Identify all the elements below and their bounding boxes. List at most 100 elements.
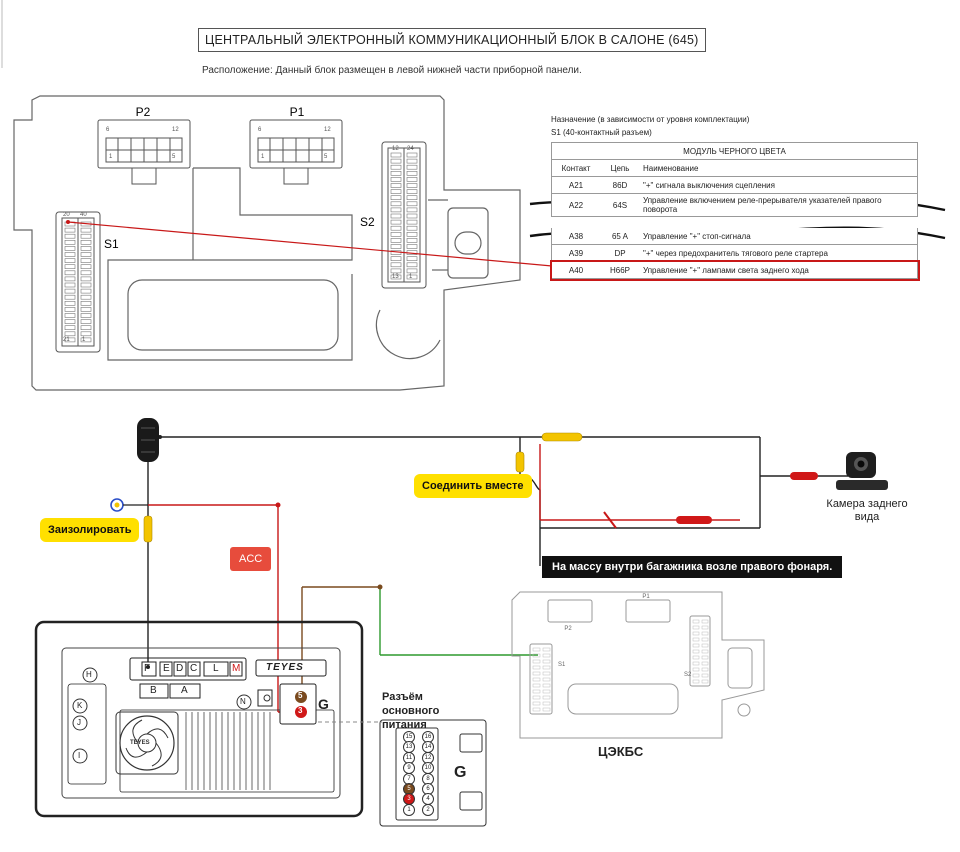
connector-pin bbox=[701, 643, 709, 648]
g-pin-6: 6 bbox=[422, 783, 434, 795]
pin-table-continued: A38 65 A Управление "+" стоп-сигнала A39… bbox=[549, 228, 920, 281]
p1-pin-1: 1 bbox=[261, 154, 265, 160]
connector-pin bbox=[701, 625, 709, 630]
pin-a40-pointer bbox=[67, 221, 553, 267]
connector-pin bbox=[390, 183, 402, 188]
p2-pin-12: 12 bbox=[172, 127, 179, 133]
table-connector: S1 (40-контактный разъем) bbox=[551, 128, 652, 137]
connector-pin bbox=[406, 177, 418, 182]
s1-pin-40: 40 bbox=[80, 212, 87, 218]
connector-pin bbox=[64, 319, 76, 324]
table-row-highlighted: A40 H66P Управление "+" лампами света за… bbox=[549, 259, 920, 281]
connector-pin bbox=[692, 625, 700, 630]
s1-label: S1 bbox=[104, 237, 119, 251]
connector-pin bbox=[406, 201, 418, 207]
p1-pin-6: 6 bbox=[258, 127, 262, 133]
p2-label: P2 bbox=[136, 105, 151, 119]
connector-pin bbox=[390, 201, 402, 207]
connector-pin bbox=[542, 695, 551, 700]
connector-pin bbox=[80, 294, 92, 300]
connector-pin bbox=[692, 661, 700, 666]
insulate-label: Заизолировать bbox=[40, 518, 140, 542]
connector-pin bbox=[390, 274, 402, 280]
module-header: МОДУЛЬ ЧЕРНОГО ЦВЕТА bbox=[551, 142, 918, 160]
connector-pin bbox=[80, 258, 92, 263]
port-f: F bbox=[144, 663, 151, 674]
s2-connector bbox=[381, 141, 427, 289]
connector-pin bbox=[406, 244, 418, 249]
connector-pin bbox=[701, 661, 709, 666]
s1-pin-21: 21 bbox=[63, 337, 70, 343]
port-h: H bbox=[86, 670, 92, 679]
connector-pin bbox=[406, 219, 418, 225]
s2-pin-12: 12 bbox=[392, 146, 399, 152]
connector-pin bbox=[532, 707, 541, 712]
connector-pin bbox=[701, 619, 709, 624]
connector-pin bbox=[64, 294, 76, 300]
connector-pin bbox=[64, 252, 76, 257]
connector-pin bbox=[390, 262, 402, 268]
connector-pin bbox=[701, 655, 709, 660]
small-s2-label: S2 bbox=[684, 672, 692, 678]
connector-pin bbox=[80, 252, 92, 257]
connector-pin bbox=[80, 270, 92, 276]
connector-pin bbox=[406, 189, 418, 194]
brand-logo: TEYES bbox=[266, 662, 304, 673]
connector-pin bbox=[390, 256, 402, 262]
g-pin-1: 1 bbox=[403, 803, 415, 816]
table-row: A21 86D "+" сигнала выключения сцепления bbox=[551, 176, 918, 194]
connector-pin bbox=[80, 307, 92, 312]
table-row: A22 64S Управление включением реле-преры… bbox=[551, 193, 918, 217]
top-ecu-body bbox=[13, 95, 521, 391]
connector-pin bbox=[532, 701, 541, 706]
ground-label: На массу внутри багажника возле правого … bbox=[542, 556, 843, 578]
small-s1-label: S1 bbox=[558, 662, 566, 668]
location-note: Расположение: Данный блок размещен в лев… bbox=[202, 65, 582, 76]
connector-pin bbox=[406, 232, 418, 237]
connector-pin bbox=[542, 659, 551, 664]
connector-pin bbox=[390, 207, 402, 213]
port-b: B bbox=[150, 685, 157, 696]
small-p1-label: P1 bbox=[642, 594, 650, 600]
connector-pin bbox=[542, 647, 551, 652]
connector-pin bbox=[542, 677, 551, 682]
connector-pin bbox=[692, 673, 700, 678]
connector-pin bbox=[80, 337, 92, 343]
small-p2-label: P2 bbox=[564, 626, 572, 632]
connector-pin bbox=[406, 164, 418, 170]
connector-pin bbox=[532, 683, 541, 688]
table-row: A38 65 A Управление "+" стоп-сигнала bbox=[551, 228, 918, 245]
connector-pin bbox=[80, 313, 92, 318]
connector-pin bbox=[80, 288, 92, 294]
connector-pin bbox=[406, 225, 418, 231]
s2-pin-24: 24 bbox=[407, 146, 414, 152]
connector-pin bbox=[532, 695, 541, 700]
connector-pin bbox=[390, 225, 402, 231]
connector-pin bbox=[406, 171, 418, 176]
connector-pin bbox=[390, 268, 402, 274]
connector-pin bbox=[532, 677, 541, 682]
connector-pin bbox=[532, 689, 541, 694]
table-purpose: Назначение (в зависимости от уровня комп… bbox=[551, 115, 750, 124]
connector-pin bbox=[64, 337, 76, 343]
connector-pin bbox=[542, 671, 551, 676]
connector-pin bbox=[64, 264, 76, 270]
connector-pin bbox=[390, 171, 402, 176]
connector-pin bbox=[80, 233, 92, 239]
connector-pin bbox=[542, 653, 551, 658]
main-power-label: Разъём основного питания bbox=[382, 691, 440, 731]
connector-pin bbox=[542, 665, 551, 670]
connector-pin bbox=[390, 213, 402, 219]
rear-camera-icon bbox=[836, 452, 888, 490]
connector-pin bbox=[692, 655, 700, 660]
connector-pin bbox=[64, 258, 76, 263]
connector-pin bbox=[80, 331, 92, 337]
g-pin-2: 2 bbox=[422, 803, 434, 816]
connector-pin bbox=[406, 152, 418, 158]
g-connector-label: G bbox=[454, 764, 467, 781]
connector-pin bbox=[701, 679, 709, 684]
small-ecu-body bbox=[511, 591, 765, 739]
connector-pin bbox=[64, 313, 76, 318]
connector-pin bbox=[64, 288, 76, 294]
s2-pin-1: 1 bbox=[409, 274, 413, 280]
